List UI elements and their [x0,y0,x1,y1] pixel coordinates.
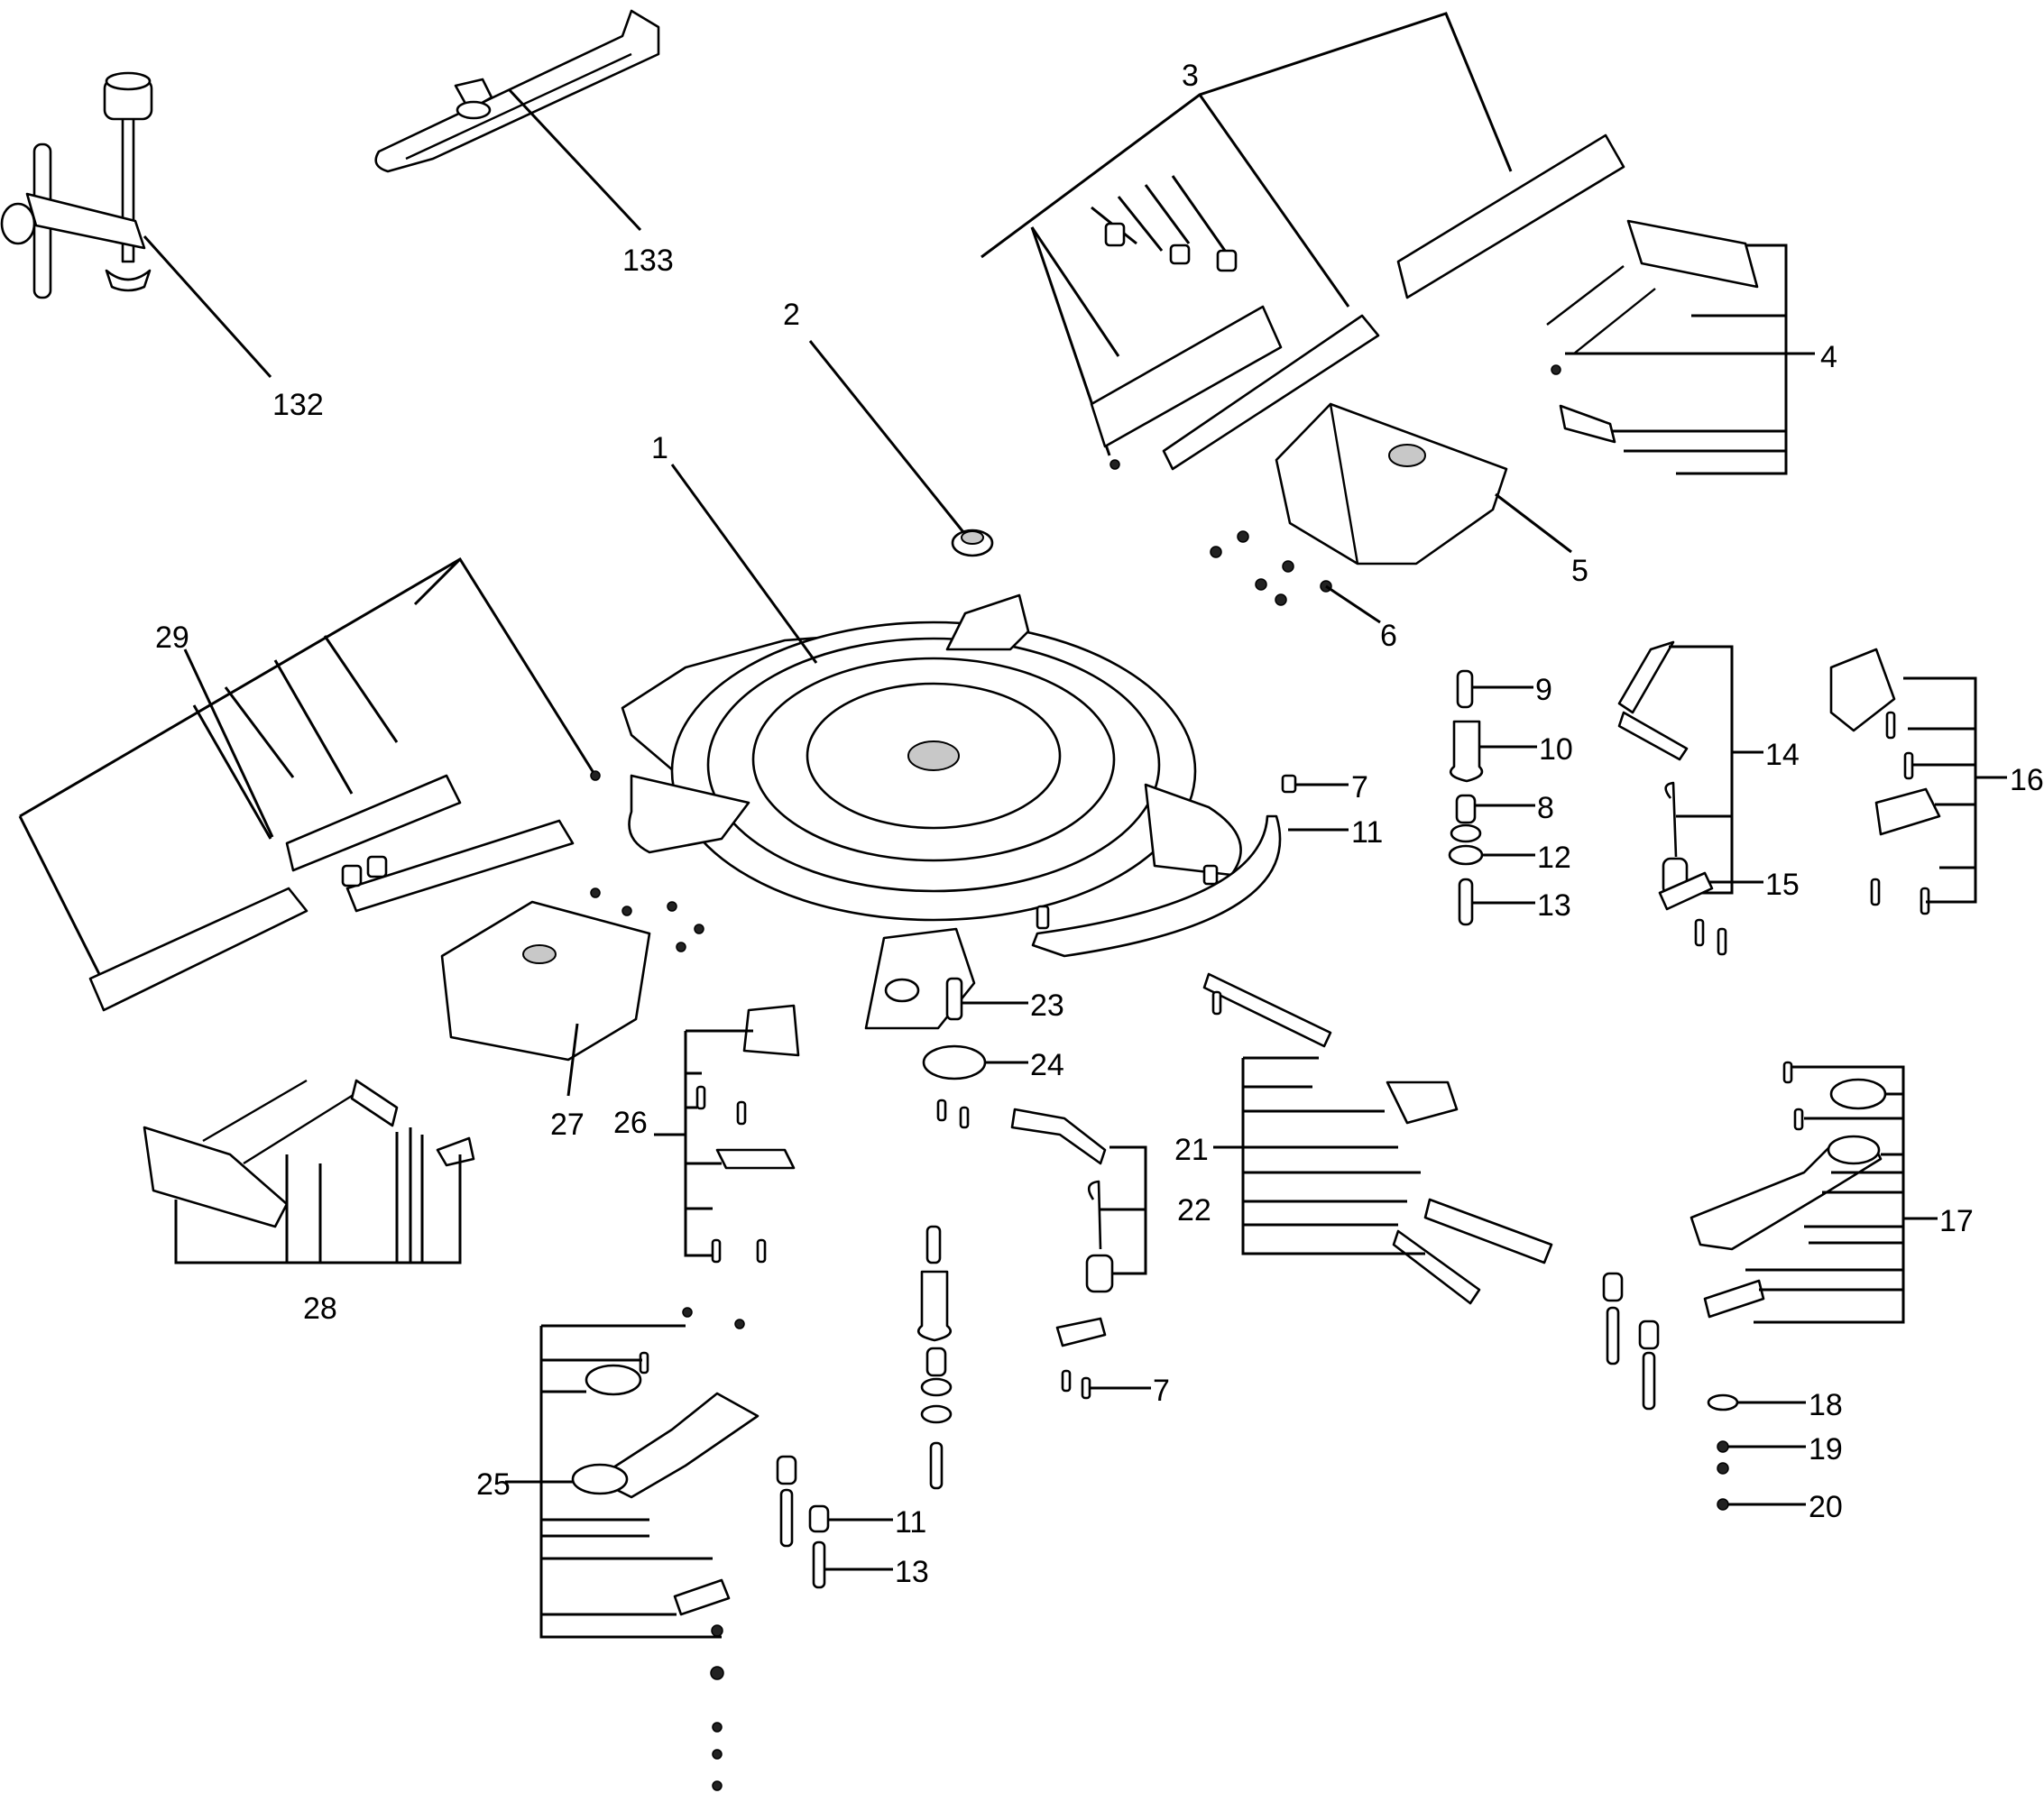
callout-25: 25 [476,1467,511,1502]
callout-17: 17 [1939,1204,1974,1238]
callout-10: 10 [1539,732,1573,767]
part-15-plate [1658,871,1727,956]
part-28-extension-support [143,1079,475,1264]
callout-22: 22 [1177,1193,1211,1228]
part-133-extension-bar [374,9,660,173]
part-center-pin-stack [776,1225,953,1589]
callout-16: 16 [2010,763,2044,797]
callout-8: 11 [1351,815,1383,850]
part-25-bevel-bracket [505,1307,760,1791]
callout-1: 1 [651,431,668,465]
callout-14: 14 [1765,738,1800,772]
callout-132: 132 [272,388,324,422]
part-132-hold-down-clamp [0,71,153,299]
part-8-miter-scale [1031,774,1297,958]
part-22-lock-lever [1010,1108,1147,1347]
part-14-lock-lever [1617,640,1763,896]
leader-1 [670,464,818,664]
callout-6: 6 [1380,619,1397,653]
callout-28: 28 [303,1292,337,1326]
callout-21: 21 [1174,1133,1209,1167]
callout-24: 24 [1030,1048,1064,1082]
callout-18: 18 [1809,1388,1843,1422]
callout-15: 15 [1765,868,1800,902]
part-27-extension-housing [440,887,704,1062]
leader-2 [808,340,965,533]
part-7b-screws [1061,1369,1091,1400]
leader-132 [143,234,272,379]
part-16-detent-lever [1829,648,2007,915]
callout-27: 27 [550,1108,585,1142]
part-5-extension-housing [1275,402,1508,565]
leader-27 [566,1023,579,1097]
callout-7a: 7 [1351,770,1368,805]
leader-133 [508,88,642,232]
callout-5: 5 [1571,554,1588,588]
callout-7b: 7 [1153,1374,1170,1408]
callout-13a: 13 [1537,888,1571,923]
part-6-screws [1210,530,1332,606]
callout-11b: 11 [895,1505,926,1540]
callout-4: 4 [1820,340,1837,374]
part-21-linkage [1202,972,1553,1305]
part-3-fence-assembly [981,12,1625,471]
part-2-nut [951,529,994,557]
callout-2: 2 [783,298,800,332]
part-29-fence-assembly [18,556,601,1012]
callout-12: 12 [1537,841,1571,875]
callout-29: 29 [155,621,189,655]
leader-29 [183,648,274,838]
callout-20: 20 [1809,1490,1843,1524]
callout-23: 23 [1030,988,1064,1023]
callout-133: 133 [622,244,674,278]
part-17-pins [1602,1272,1660,1411]
part-4-extension-support [1546,219,1815,475]
part-26-lever-assembly [654,1004,800,1264]
callout-19: 19 [1809,1432,1843,1467]
part-1-turntable-base [621,593,1242,1030]
callout-13b: 13 [895,1555,929,1589]
callout-26: 26 [613,1106,648,1140]
part-18-20 [1707,1393,1739,1511]
callout-9: 9 [1535,673,1552,707]
leader-5 [1495,492,1572,554]
callout-11a: 8 [1537,791,1554,825]
callout-3: 3 [1182,59,1199,93]
part-9-13-column [1448,669,1484,926]
part-17-bevel-bracket [1690,1061,1938,1324]
part-23-24 [884,977,987,1129]
leader-6 [1325,584,1381,624]
